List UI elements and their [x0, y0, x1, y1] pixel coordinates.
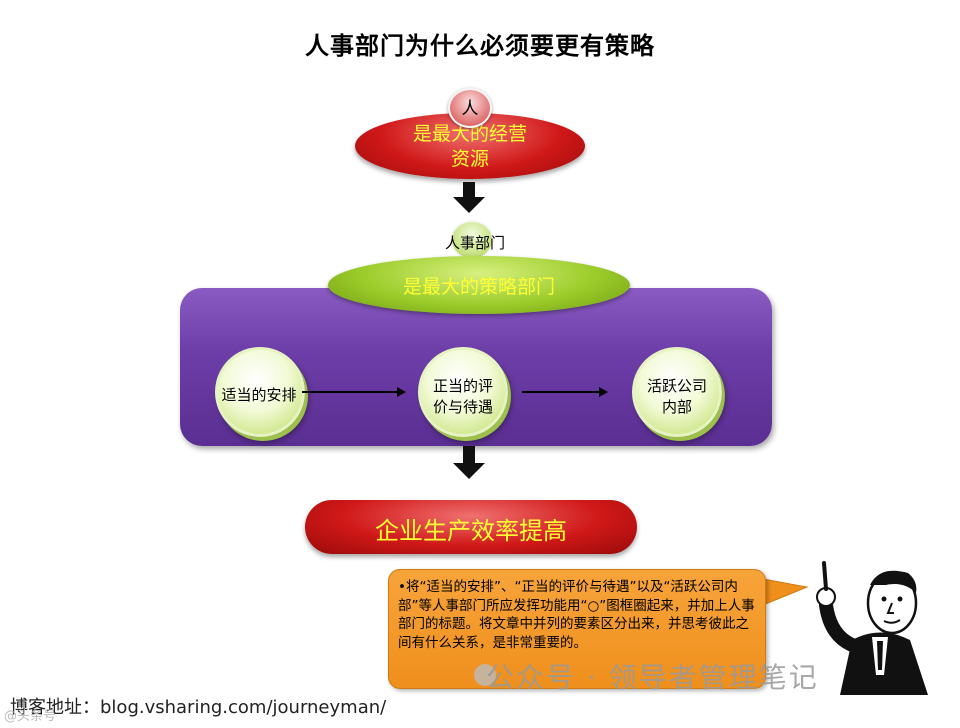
evaluation-line-2: 价与待遇 — [432, 398, 493, 416]
strategy-ellipse-label: 是最大的策略部门 — [402, 276, 555, 298]
process-circle-active-company — [632, 347, 722, 437]
down-arrow-2-head — [453, 463, 485, 479]
watermark: 公众号 · 领导者管理笔记 — [486, 661, 819, 694]
note-callout-text: •将“适当的安排”、“正当的评价与待遇”以及“活跃公司内部”等人事部门所应发挥功… — [398, 579, 755, 651]
note-callout — [388, 569, 766, 689]
process-label-active-company: 活跃公司 内部 — [622, 376, 732, 418]
hr-dept-badge-label: 人事部门 — [444, 234, 505, 252]
flow-arrow-2-line — [522, 391, 600, 393]
resource-ellipse-label: 是最大的经营 资源 — [355, 122, 585, 172]
hr-dept-badge — [450, 220, 494, 260]
down-arrow-2-shaft — [463, 446, 475, 464]
blog-url[interactable]: 博客地址：blog.vsharing.com/journeyman/ — [10, 697, 387, 718]
person-badge — [448, 88, 492, 128]
process-circle-evaluation — [418, 347, 508, 437]
down-arrow-1-head — [453, 197, 485, 213]
strategy-ellipse — [328, 256, 630, 314]
result-bar-label: 企业生产效率提高 — [375, 517, 567, 545]
flow-arrow-1-line — [302, 391, 398, 393]
page-title: 人事部门为什么必须要更有策略 — [305, 32, 655, 60]
result-bar — [305, 500, 637, 554]
resource-line-1: 是最大的经营 — [412, 123, 527, 145]
flow-arrow-2-head — [599, 387, 608, 397]
evaluation-line-1: 正当的评 — [432, 377, 493, 395]
presenter-illustration — [816, 561, 928, 695]
active-company-line-2: 内部 — [661, 398, 692, 416]
watermark-left: @头条号 — [4, 709, 57, 724]
process-label-arrangement: 适当的安排 — [221, 386, 297, 404]
process-label-evaluation: 正当的评 价与待遇 — [408, 376, 518, 418]
person-badge-label: 人 — [461, 99, 479, 119]
down-arrow-1-shaft — [463, 182, 475, 198]
active-company-line-1: 活跃公司 — [646, 377, 707, 395]
flow-arrow-1-head — [397, 387, 406, 397]
wechat-icon — [474, 664, 496, 686]
resource-line-2: 资源 — [450, 148, 489, 170]
